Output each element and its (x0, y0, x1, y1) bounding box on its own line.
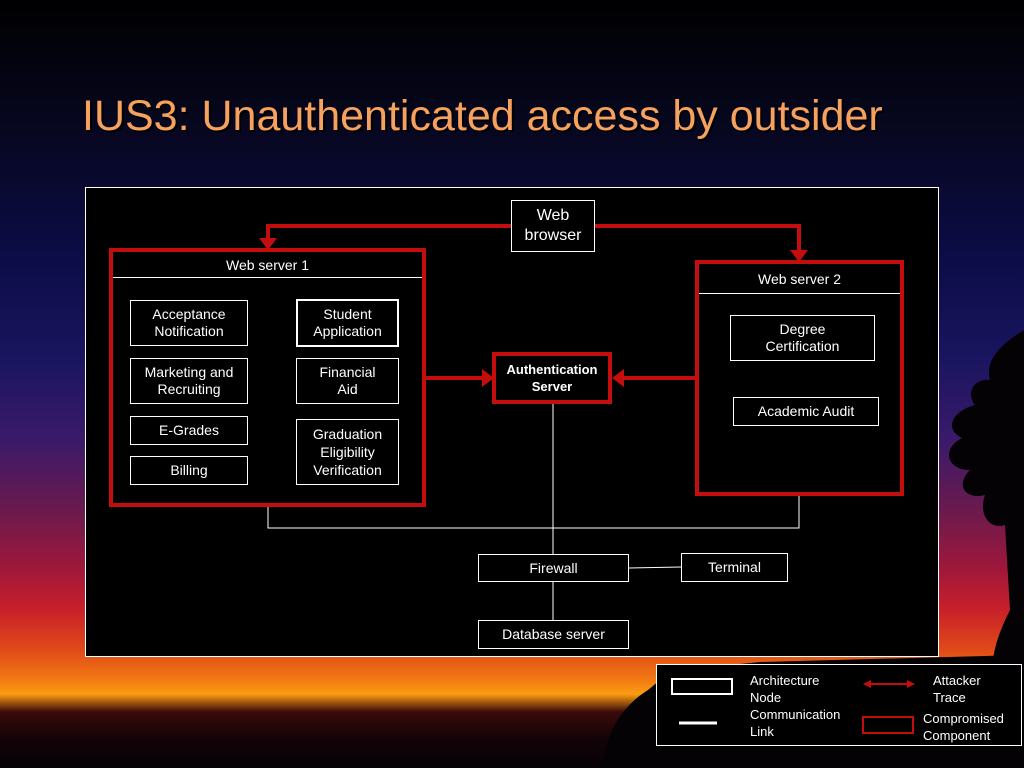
financial-aid-line-2: Aid (337, 381, 358, 397)
legend-communication-link-line-1: Communication (750, 707, 841, 722)
firewall-node: Firewall (478, 554, 629, 582)
degree-certification-line-2: Certification (765, 338, 840, 354)
acceptance-notification-line-2: Notification (154, 323, 224, 339)
legend-symbols (671, 678, 915, 734)
web-server-2-group: Web server 2 (695, 260, 904, 496)
web-browser-line-2: browser (524, 227, 582, 244)
link-servers-bus (267, 496, 800, 529)
arrowhead-auth-right (612, 369, 624, 387)
graduation-eligibility-line-2: Eligibility (320, 444, 375, 460)
billing-label: Billing (170, 462, 208, 478)
graduation-eligibility-line-3: Verification (313, 462, 382, 478)
database-server-node: Database server (478, 620, 629, 649)
legend-communication-link: Communication Link (750, 706, 840, 740)
student-application-node: Student Application (296, 299, 399, 347)
legend-node-symbol (671, 678, 733, 695)
authentication-server-line-1: Authentication (506, 362, 598, 377)
legend-compromised-symbol (862, 716, 914, 734)
e-grades-label: E-Grades (159, 422, 219, 438)
legend-architecture-node-line-1: Architecture (750, 673, 820, 688)
slide-title: IUS3: Unauthenticated access by outsider (82, 92, 883, 140)
billing-node: Billing (130, 456, 248, 485)
arrowhead-ws1 (259, 238, 277, 250)
link-firewall-terminal (628, 566, 682, 569)
web-server-1-group: Web server 1 (109, 248, 426, 507)
legend: Architecture Node Communication Link Att… (656, 664, 1022, 746)
legend-communication-link-line-2: Link (750, 724, 774, 739)
legend-compromised-component: Compromised Component (923, 710, 1004, 744)
terminal-label: Terminal (708, 559, 761, 575)
acceptance-notification-line-1: Acceptance (152, 306, 226, 322)
legend-attacker-trace-line-1: Attacker (933, 673, 981, 688)
graduation-eligibility-node: Graduation Eligibility Verification (296, 419, 399, 485)
database-server-label: Database server (502, 626, 605, 642)
firewall-label: Firewall (529, 559, 578, 576)
legend-compromised-component-line-1: Compromised (923, 711, 1004, 726)
graduation-eligibility-line-1: Graduation (312, 426, 383, 442)
legend-architecture-node: Architecture Node (750, 672, 819, 706)
student-application-line-1: Student (323, 306, 372, 322)
marketing-recruiting-line-2: Recruiting (157, 381, 221, 397)
e-grades-node: E-Grades (130, 416, 248, 445)
legend-attacker-trace-line-2: Trace (933, 690, 966, 705)
marketing-recruiting-line-1: Marketing and (144, 364, 234, 380)
financial-aid-node: Financial Aid (296, 358, 399, 404)
financial-aid-line-1: Financial (319, 364, 376, 380)
web-browser-line-1: Web (536, 207, 570, 224)
legend-attacker-trace: Attacker Trace (933, 672, 981, 706)
authentication-server-line-2: Server (531, 379, 573, 394)
trace-browser-ws1 (266, 224, 511, 240)
arrowhead-ws2 (790, 250, 808, 262)
marketing-recruiting-node: Marketing and Recruiting (130, 358, 248, 404)
authentication-server-node: Authentication Server (492, 352, 612, 404)
terminal-node: Terminal (681, 553, 788, 582)
web-server-2-title: Web server 2 (699, 264, 900, 294)
academic-audit-node: Academic Audit (733, 397, 879, 426)
acceptance-notification-node: Acceptance Notification (130, 300, 248, 346)
academic-audit-label: Academic Audit (757, 403, 855, 419)
legend-compromised-component-line-2: Component (923, 728, 991, 743)
arrowhead-auth-left (482, 369, 494, 387)
student-application-line-2: Application (313, 323, 382, 339)
trace-browser-ws2 (595, 224, 801, 252)
web-server-1-title: Web server 1 (113, 252, 422, 278)
degree-certification-node: Degree Certification (730, 315, 875, 361)
degree-certification-line-1: Degree (779, 321, 826, 337)
web-browser-node: Web browser (511, 200, 595, 252)
legend-architecture-node-line-2: Node (750, 690, 782, 705)
